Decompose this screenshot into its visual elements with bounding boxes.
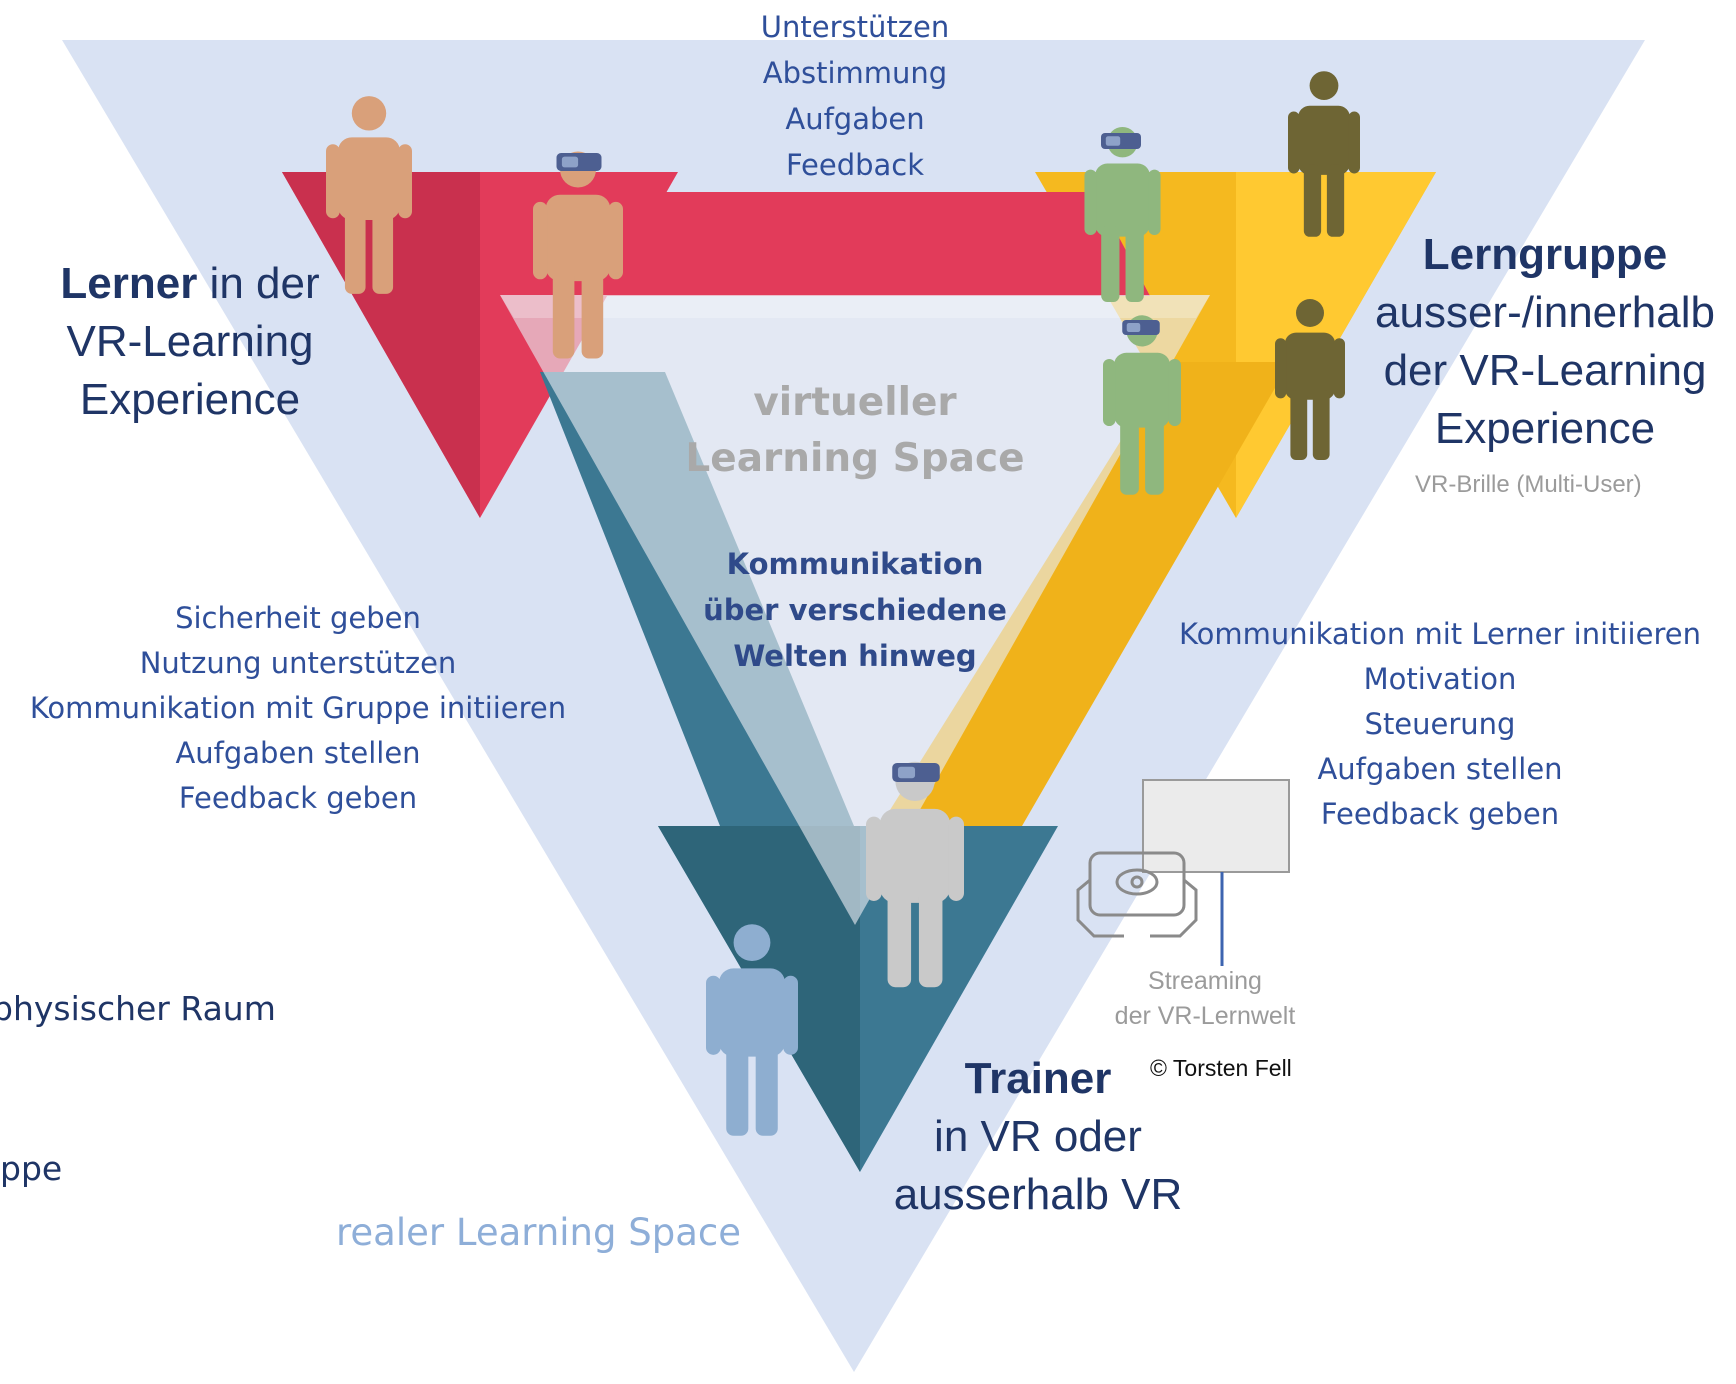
left-action: Sicherheit geben bbox=[175, 601, 421, 635]
right-actions: Kommunikation mit Lerner initiieren Moti… bbox=[1150, 612, 1730, 837]
headset-icon bbox=[556, 153, 602, 171]
right-action: Kommunikation mit Lerner initiieren bbox=[1179, 617, 1701, 651]
group-label: Lerngruppe ausser-/innerhalb der VR-Lear… bbox=[1360, 226, 1730, 458]
learner-title-rest: in der bbox=[197, 259, 320, 308]
learner-title: Lerner bbox=[60, 259, 198, 308]
left-actions: Sicherheit geben Nutzung unterstützen Ko… bbox=[8, 596, 588, 821]
learner-line: VR-Learning bbox=[66, 317, 314, 366]
real-space-label: realer Learning Space bbox=[336, 1211, 741, 1254]
right-action: Steuerung bbox=[1364, 707, 1516, 741]
group-line: Experience bbox=[1434, 404, 1656, 453]
trainer-line: ausserhalb VR bbox=[893, 1170, 1183, 1219]
virtual-space-triangle bbox=[500, 295, 1210, 925]
top-action: Aufgaben bbox=[785, 102, 925, 136]
group-note: VR-Brille (Multi-User) bbox=[1415, 471, 1642, 498]
streaming-screen-icon bbox=[1142, 779, 1290, 873]
group-line: der VR-Learning bbox=[1383, 346, 1707, 395]
left-action: Nutzung unterstützen bbox=[139, 646, 457, 680]
headset-icon bbox=[1101, 133, 1141, 149]
top-action: Unterstützen bbox=[760, 10, 950, 44]
right-action: Aufgaben stellen bbox=[1317, 752, 1563, 786]
cut-off-label: ppe bbox=[0, 1149, 63, 1188]
communication-label: Kommunikation über verschiedene Welten h… bbox=[703, 547, 1007, 673]
band-learner-group bbox=[555, 192, 1150, 296]
copyright: © Torsten Fell bbox=[1150, 1055, 1292, 1081]
left-action: Aufgaben stellen bbox=[175, 736, 421, 770]
tablet-eye-icon bbox=[1076, 851, 1198, 938]
left-action: Feedback geben bbox=[178, 781, 418, 815]
top-action: Abstimmung bbox=[762, 56, 948, 90]
group-line: ausser-/innerhalb bbox=[1375, 288, 1715, 337]
streaming-label: Streaming der VR-Lernwelt bbox=[1114, 967, 1296, 1030]
trainer-label: Trainer in VR oder ausserhalb VR bbox=[858, 1050, 1218, 1224]
learner-triangle-shade bbox=[282, 172, 480, 518]
headset-icon bbox=[1122, 320, 1160, 335]
left-action: Kommunikation mit Gruppe initiieren bbox=[29, 691, 567, 725]
learner-line: Experience bbox=[79, 375, 301, 424]
band-group-trainer bbox=[880, 362, 1290, 826]
learner-label: Lerner in der VR-Learning Experience bbox=[20, 255, 360, 429]
headset-icon bbox=[892, 763, 940, 782]
top-action: Feedback bbox=[785, 148, 925, 182]
virtual-space-label: virtueller Learning Space bbox=[685, 380, 1025, 481]
right-action: Motivation bbox=[1363, 662, 1517, 696]
trainer-line: in VR oder bbox=[934, 1112, 1142, 1161]
top-actions: Unterstützen Abstimmung Aufgaben Feedbac… bbox=[740, 4, 970, 188]
virtual-space-edge bbox=[500, 295, 1210, 318]
right-action: Feedback geben bbox=[1320, 797, 1560, 831]
trainer-title: Trainer bbox=[964, 1054, 1112, 1103]
group-title: Lerngruppe bbox=[1422, 230, 1668, 279]
physical-room-label: physischer Raum bbox=[0, 989, 276, 1028]
